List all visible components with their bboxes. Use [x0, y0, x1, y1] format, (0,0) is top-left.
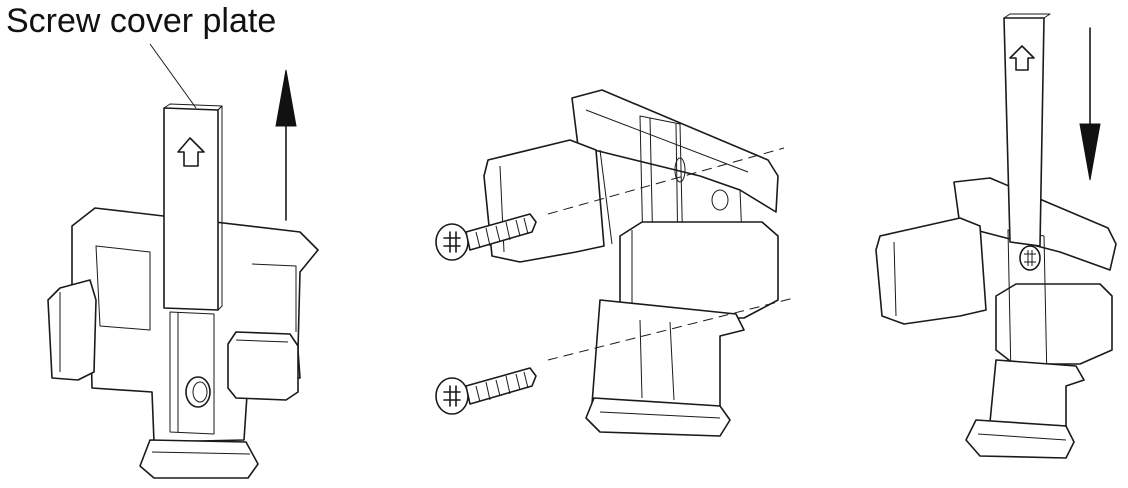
step1-screw-hole: [185, 376, 211, 408]
step3-screw-cover-plate: [1003, 17, 1045, 247]
step1-foot: [139, 439, 259, 479]
step-1-figure: [47, 43, 319, 479]
step3-left-arm: [875, 217, 987, 325]
step1-left-wing: [47, 279, 97, 381]
upper-screw-icon: [435, 213, 537, 261]
alignment-line-lower: [547, 297, 795, 361]
arrow-up-icon: [275, 69, 297, 127]
step2-front-block: [619, 221, 779, 319]
up-arrow-icon: [177, 137, 205, 167]
step3-foot: [965, 419, 1075, 459]
alignment-line-upper: [547, 147, 785, 215]
step3-front-block: [995, 283, 1113, 365]
step1-right-wing: [227, 331, 299, 401]
step-3-figure: [875, 13, 1117, 459]
callout-leader-line: [149, 43, 197, 109]
arrow-down-icon: [1079, 123, 1101, 181]
step3-lower-body: [989, 359, 1085, 427]
step2-foot: [585, 397, 731, 437]
screw-cover-plate-label: Screw cover plate: [6, 2, 277, 40]
step2-top-plate: [571, 89, 779, 213]
lower-screw-icon: [435, 367, 537, 415]
step3-upper-screw-head-icon: [1019, 245, 1041, 271]
step-2-figure: [435, 89, 795, 437]
step3-up-arrow-icon: [1009, 45, 1035, 71]
